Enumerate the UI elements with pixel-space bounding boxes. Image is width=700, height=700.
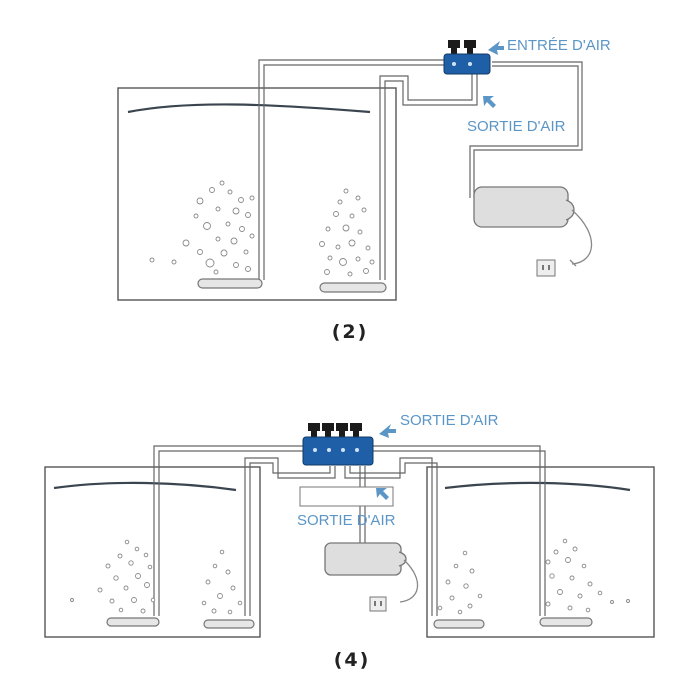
air-pump-icon bbox=[473, 186, 575, 228]
diagram-caption: (4) bbox=[334, 649, 371, 671]
bubbles-left bbox=[149, 180, 255, 275]
air-manifold-icon bbox=[302, 423, 374, 466]
mounting-board bbox=[299, 486, 394, 507]
bubbles-right-tank bbox=[437, 538, 630, 615]
aquarium-tank bbox=[117, 87, 397, 301]
arrow-icon bbox=[376, 488, 389, 500]
water-surface bbox=[53, 481, 237, 492]
air-stone-icon bbox=[433, 619, 485, 629]
diagram-two-tank-setup: ENTRÉE D'AIR SORTIE D'AIR (2) bbox=[117, 37, 611, 343]
air-stone-icon bbox=[203, 619, 255, 629]
air-tubes bbox=[153, 445, 546, 616]
air-outlet-label-top: SORTIE D'AIR bbox=[400, 412, 499, 429]
air-stone-icon bbox=[319, 282, 387, 293]
air-inlet-label: ENTRÉE D'AIR bbox=[507, 37, 611, 54]
power-cord bbox=[571, 209, 593, 265]
power-cord bbox=[399, 559, 419, 603]
power-outlet-icon bbox=[536, 259, 556, 277]
air-tubes bbox=[258, 59, 583, 280]
bubbles-left-tank bbox=[70, 539, 243, 615]
power-outlet-icon bbox=[369, 596, 387, 612]
air-stone-icon bbox=[539, 617, 593, 627]
bubbles-right bbox=[319, 188, 375, 277]
air-outlet-label: SORTIE D'AIR bbox=[467, 118, 566, 135]
air-stone-icon bbox=[106, 617, 160, 627]
air-outlet-label-bottom: SORTIE D'AIR bbox=[297, 512, 396, 529]
water-surface bbox=[444, 481, 631, 492]
air-manifold-icon bbox=[443, 40, 491, 75]
diagram-caption: (2) bbox=[332, 321, 369, 343]
air-stone-icon bbox=[197, 278, 263, 289]
arrow-icon bbox=[488, 41, 504, 55]
air-pump-icon bbox=[324, 542, 407, 576]
diagram-four-tank-setup: SORTIE D'AIR SORTIE D'AIR (4) bbox=[44, 412, 655, 671]
power-plug bbox=[569, 259, 577, 267]
arrow-icon bbox=[379, 424, 396, 438]
water-surface bbox=[127, 103, 371, 114]
aquarium-tank bbox=[44, 466, 261, 638]
arrow-icon bbox=[483, 96, 496, 108]
